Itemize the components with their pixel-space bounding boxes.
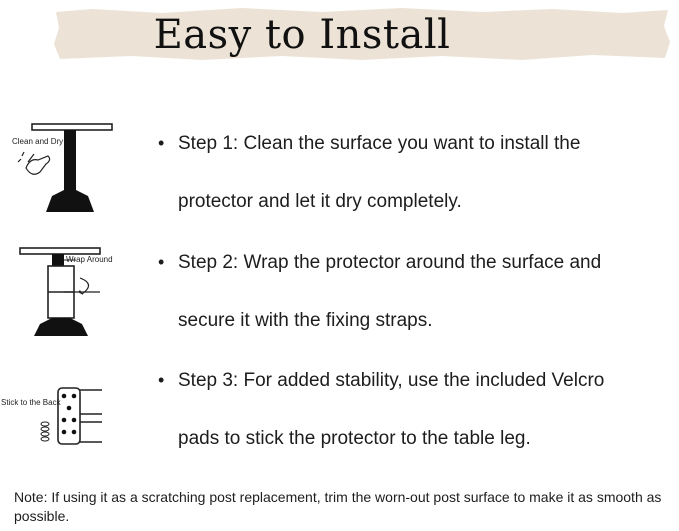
title-banner: Easy to Install — [52, 6, 672, 62]
velcro-pad-icon: Stick to the Back — [0, 382, 120, 452]
step-2-line-2: secure it with the fixing straps. — [178, 310, 433, 331]
step-2-line-1: Step 2: Wrap the protector around the su… — [178, 252, 602, 273]
bullet: • — [158, 370, 165, 390]
step-3-line-1: Step 3: For added stability, use the inc… — [178, 370, 605, 391]
step-3-line-2: pads to stick the protector to the table… — [178, 428, 531, 449]
table-cleaning-icon: Clean and Dry — [12, 122, 122, 217]
step-1-illustration-label: Clean and Dry — [12, 137, 64, 146]
step-3-illustration-label: Stick to the Back — [1, 398, 61, 407]
bullet: • — [158, 133, 165, 153]
step-1-line-2: protector and let it dry completely. — [178, 191, 462, 212]
paper-strip-background — [54, 8, 670, 60]
page-title: Easy to Install — [153, 12, 451, 58]
bullet: • — [158, 252, 165, 272]
note-text: Note: If using it as a scratching post r… — [14, 489, 662, 524]
step-1-line-1: Step 1: Clean the surface you want to in… — [178, 133, 581, 154]
table-wrap-icon: Wrap Around — [18, 244, 128, 339]
step-2-illustration-label: Wrap Around — [66, 255, 113, 264]
